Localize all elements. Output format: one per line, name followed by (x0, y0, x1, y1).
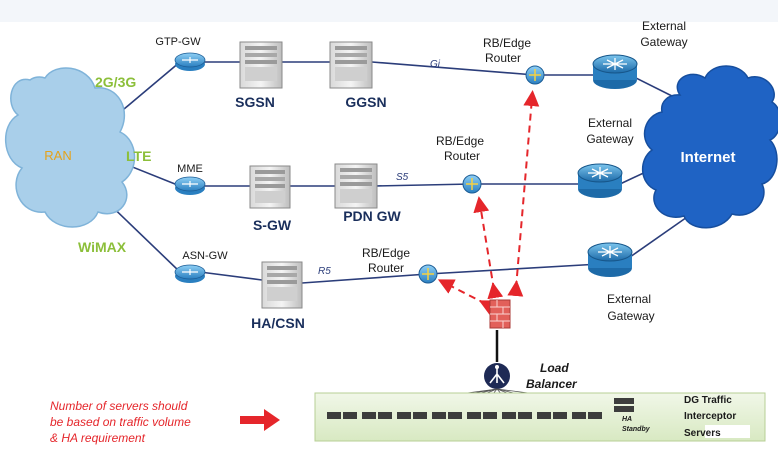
pdn-gw-server-icon (334, 163, 378, 209)
ggsn-server-icon (329, 41, 373, 89)
link-asngw-hacsn (199, 271, 263, 281)
external-gateway-1-label-line1: External (642, 19, 686, 33)
ha-csn-server-icon (261, 261, 303, 309)
sgw-server-icon (249, 165, 291, 209)
top-strip (0, 0, 778, 22)
note-arrow-icon (240, 409, 280, 431)
ggsn-label: GGSN (345, 94, 386, 110)
load-balancer-label-line1: Load (540, 361, 569, 375)
external-gateway-3-icon (587, 242, 633, 277)
edge-router-3-icon (418, 264, 438, 284)
external-gateway-2-icon (577, 163, 623, 198)
asn-gw-router-icon (174, 264, 206, 283)
note-line1: Number of servers should (50, 399, 188, 413)
external-gateway-2-label-line1: External (588, 116, 632, 130)
edge-router-2-label-line1: RB/Edge (436, 134, 484, 148)
edge-router-1-label-line1: RB/Edge (483, 36, 531, 50)
link-router3-ext3 (427, 263, 601, 275)
internet-cloud: Internet (642, 65, 778, 229)
arrow-firewall-router1 (507, 90, 540, 297)
sgw-label: S-GW (253, 217, 292, 233)
pdn-gw-label: PDN GW (343, 208, 401, 224)
interceptor-server-band: HA Standby DG Traffic Interceptor Server… (314, 392, 766, 442)
interceptor-server-units (327, 398, 634, 419)
s5-interface-label: S5 (396, 172, 409, 183)
load-balancer-label-line2: Balancer (526, 377, 578, 391)
red-arrows (437, 90, 540, 315)
edge-router-2-icon (462, 174, 482, 194)
tech-wimax-label: WiMAX (78, 239, 127, 255)
link-hacsn-router3 (301, 273, 429, 284)
note-line2: be based on traffic volume (50, 415, 191, 429)
load-balancer-icon (484, 363, 510, 389)
external-gateway-1-label-line2: Gateway (640, 35, 687, 49)
firewall-icon (489, 299, 511, 329)
gi-interface-label: Gi (430, 59, 441, 70)
tech-2g3g-label: 2G/3G (95, 74, 136, 90)
arrow-firewall-router3 (437, 279, 497, 315)
link-pdngw-router2 (374, 183, 473, 187)
ha-standby-label-line2: Standby (622, 426, 651, 433)
external-gateway-1-icon (592, 54, 638, 89)
ran-label: RAN (44, 148, 71, 163)
gtp-gw-label: GTP-GW (155, 36, 201, 48)
tech-lte-label: LTE (126, 148, 151, 164)
ran-cloud: RAN (4, 67, 136, 228)
gtp-gw-router-icon (174, 52, 206, 71)
edge-router-3-label-line2: Router (368, 261, 404, 275)
mme-label: MME (177, 163, 203, 175)
r5-interface-label: R5 (318, 266, 331, 277)
sgsn-server-icon (239, 41, 283, 89)
interceptor-label-line2: Interceptor (684, 411, 736, 422)
ha-standby-label-line1: HA (622, 416, 632, 423)
mme-router-icon (174, 176, 206, 195)
internet-label: Internet (680, 149, 735, 166)
link-ggsn-router1 (371, 61, 536, 76)
asn-gw-label: ASN-GW (182, 250, 228, 262)
edge-router-3-label-line1: RB/Edge (362, 246, 410, 260)
external-gateway-3-label-line2: Gateway (607, 309, 654, 323)
arrow-firewall-router2 (473, 196, 504, 300)
external-gateway-2-label-line2: Gateway (586, 132, 633, 146)
external-gateway-3-label-line1: External (607, 292, 651, 306)
ha-csn-label: HA/CSN (251, 315, 305, 331)
edge-router-1-icon (525, 65, 545, 85)
edge-router-1-label-line2: Router (485, 51, 521, 65)
interceptor-label-line1: DG Traffic (684, 395, 732, 406)
note-line3: & HA requirement (50, 431, 146, 445)
band-white-patch (705, 425, 750, 438)
edge-router-2-label-line2: Router (444, 149, 480, 163)
interceptor-label-line3: Servers (684, 428, 721, 439)
sgsn-label: SGSN (235, 94, 275, 110)
